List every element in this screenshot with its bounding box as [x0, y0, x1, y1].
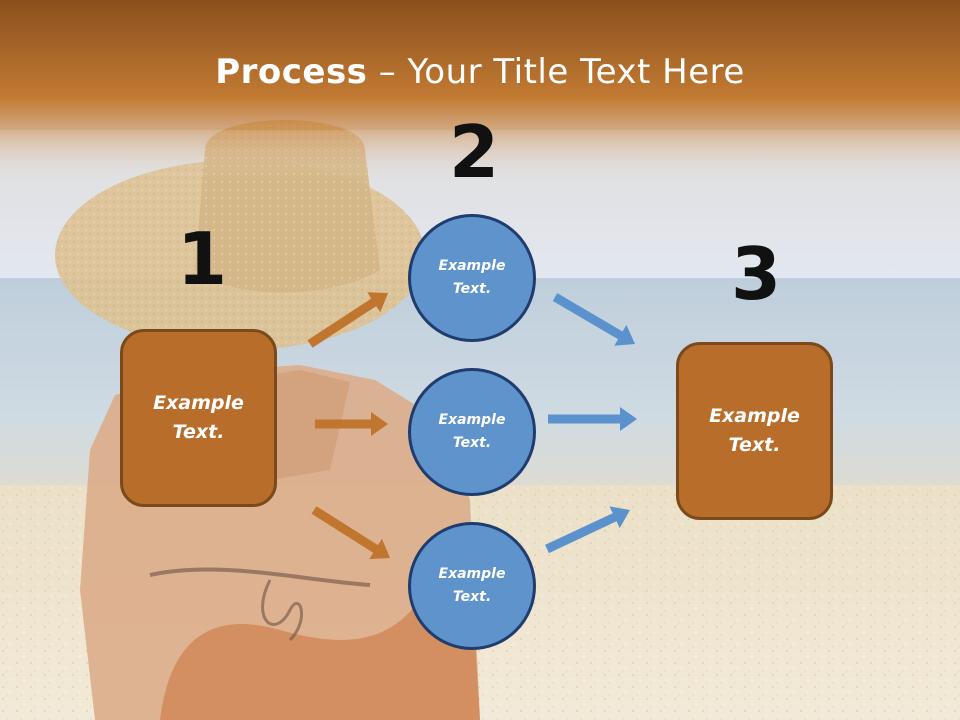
step-number-3: 3 — [731, 232, 782, 316]
title-bold: Process — [215, 52, 368, 92]
title-rest: – Your Title Text Here — [367, 52, 745, 92]
step-number-1: 1 — [177, 217, 228, 301]
slide-title: Process – Your Title Text Here — [0, 52, 960, 92]
step-number-2: 2 — [449, 110, 500, 194]
